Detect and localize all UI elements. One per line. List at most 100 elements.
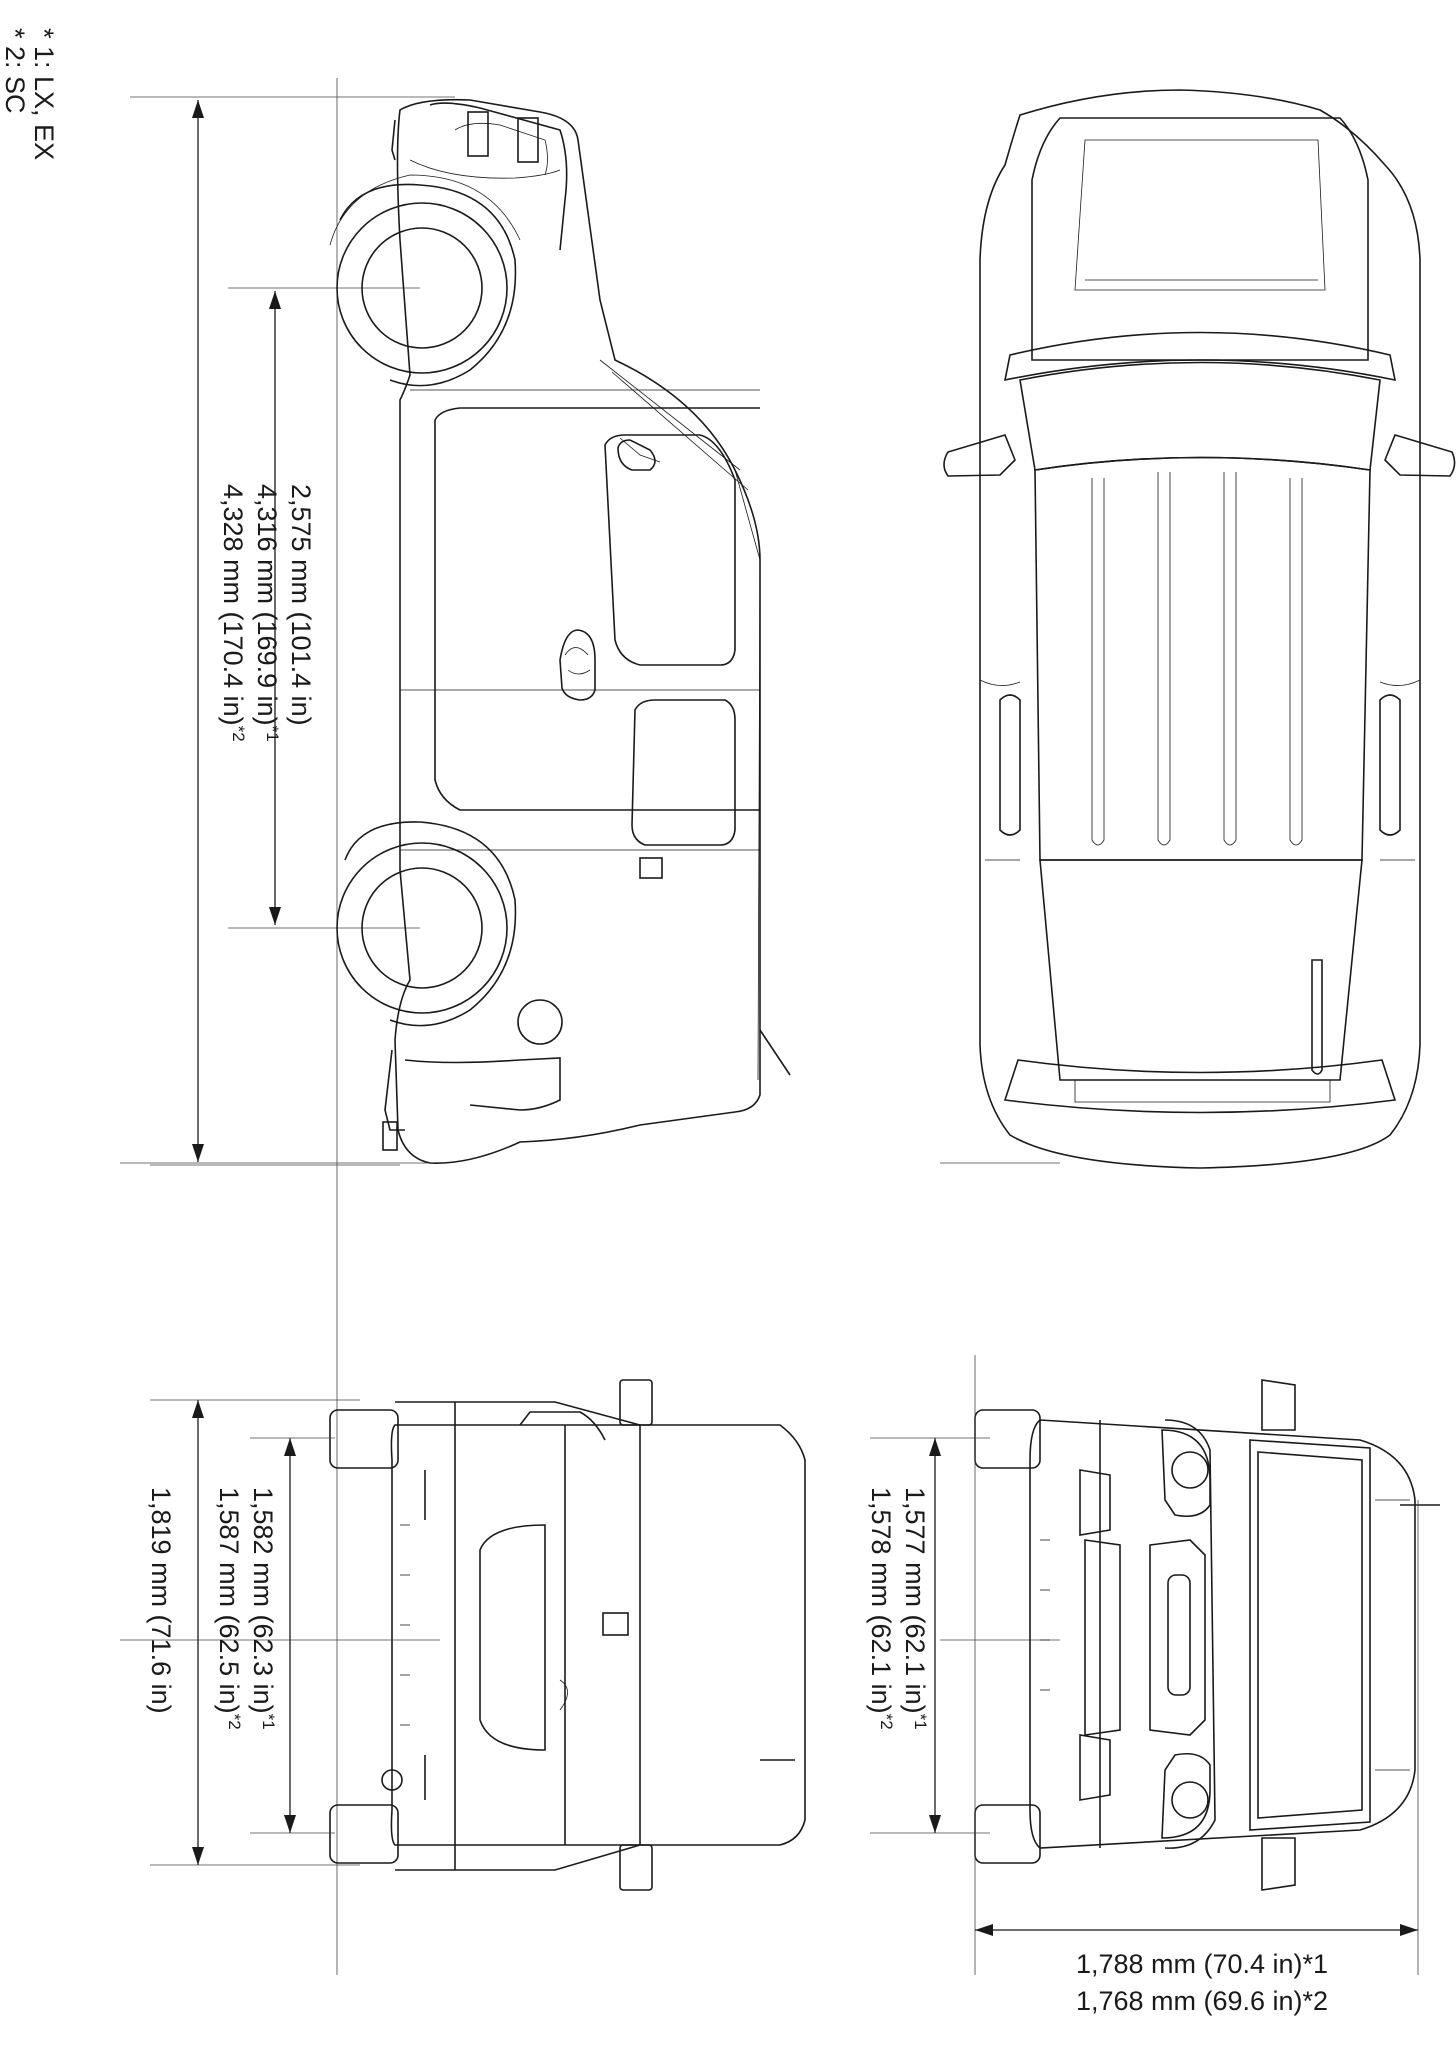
left-step-icon [999, 694, 1021, 836]
arrow-icon [269, 291, 281, 309]
left-lamp-ring [1171, 1451, 1209, 1489]
side-view-labels: 2,575 mm (101.4 in) 4,316 mm (169.9 in)*… [218, 484, 316, 742]
front-height-dimension [974, 1355, 1419, 1975]
front-mirror-left-icon [1261, 1379, 1296, 1431]
front-track-label-2: 1,578 mm (62.1 in)*2 [866, 1487, 896, 1730]
rear-rim-icon [361, 867, 483, 989]
front-indicator [517, 117, 539, 163]
length-dimension [150, 100, 400, 1166]
rear-wheel-icon [336, 842, 508, 1014]
rear-glass-top [519, 1411, 606, 1441]
roof-rails [1091, 472, 1303, 846]
arrow-icon [192, 1400, 204, 1418]
windshield-icon [1019, 361, 1381, 471]
wheelbase-dimension [228, 287, 420, 929]
front-window [604, 434, 736, 666]
arrow-icon [975, 1924, 993, 1936]
hood-front-edge [1164, 1419, 1216, 1849]
roof-rib [1157, 472, 1171, 846]
door-front-edge [434, 420, 760, 811]
front-view-drawing [974, 1379, 1440, 1891]
rear-wheel-arch [344, 821, 517, 1027]
fuel-cap-icon [639, 857, 663, 879]
windshield-icon-front [1249, 1439, 1371, 1831]
footnotes: * 1: LX, EX * 2: SC [0, 28, 59, 160]
mirror-arm [619, 437, 661, 463]
rear-window [631, 699, 736, 846]
antenna [759, 1029, 791, 1076]
arrow-icon [284, 1438, 296, 1456]
grille-icon [1149, 1539, 1206, 1736]
rear-track-label-2: 1,587 mm (62.5 in)*2 [214, 1487, 244, 1730]
right-headlamp-icon [1161, 1752, 1211, 1839]
arrow-icon [269, 907, 281, 925]
side-view-drawing [329, 98, 791, 1164]
hood-detail [454, 122, 548, 176]
front-wheel-icon [336, 202, 508, 374]
tow-ball-icon [381, 1769, 403, 1791]
right-step-icon [1379, 694, 1401, 836]
rear-bumper [404, 1057, 561, 1111]
hood-outline [1031, 117, 1369, 361]
windshield-inner [1257, 1451, 1363, 1819]
length-label-1: 4,316 mm (169.9 in)*1 [252, 484, 282, 742]
arrow-icon [192, 100, 204, 118]
door-handle-detail [564, 647, 591, 675]
mirror-icon [617, 439, 656, 471]
rear-antenna-icon [1311, 959, 1323, 1075]
note-2: * 2: SC [0, 28, 30, 114]
front-view-labels: 1,577 mm (62.1 in)*1 1,578 mm (62.1 in)*… [866, 1487, 1328, 2016]
arrow-icon [1400, 1924, 1418, 1936]
bumper-line [409, 159, 561, 179]
arrow-icon [284, 1815, 296, 1833]
roof-edge [734, 469, 761, 1081]
front-tow-hook [391, 119, 396, 161]
tailgate-line [1074, 1079, 1331, 1103]
a-pillar [599, 359, 749, 491]
height-label-2: 1,768 mm (69.6 in)*2 [1076, 1986, 1328, 2016]
rear-right-tire-icon [329, 1804, 399, 1864]
rear-top-edge [395, 1401, 641, 1426]
top-body-outline [979, 89, 1421, 1169]
note-1: * 1: LX, EX [29, 28, 59, 160]
rear-bottom-edge [395, 1844, 641, 1871]
rear-width-dimension [150, 1399, 360, 1866]
guide-lines [120, 78, 1060, 1975]
rear-view-labels: 1,819 mm (71.6 in) 1,582 mm (62.3 in)*1 … [146, 1487, 278, 1730]
rear-mirror-right-icon [619, 1844, 653, 1891]
front-mirror-right-icon [1261, 1837, 1296, 1891]
fog-lamp-right [1079, 1734, 1111, 1801]
roof-edge-front [1375, 1499, 1410, 1771]
door-gap-lines [979, 679, 1421, 686]
rear-handle-icon [602, 1612, 629, 1636]
door-top [434, 407, 760, 421]
length-label-2: 4,328 mm (170.4 in)*2 [218, 484, 248, 742]
bonnet-panel [1074, 139, 1326, 291]
front-track-label-1: 1,577 mm (62.1 in)*1 [900, 1487, 930, 1730]
side-body-outline [394, 98, 761, 1164]
roof-rib [1223, 472, 1237, 846]
arrow-icon [192, 1144, 204, 1162]
lower-intake [1084, 1539, 1121, 1736]
wheelbase-label: 2,575 mm (101.4 in) [286, 484, 316, 726]
rear-window-top [1039, 859, 1363, 1081]
overall-width-label: 1,819 mm (71.6 in) [146, 1487, 176, 1714]
rear-left-tire-icon [329, 1409, 399, 1469]
rear-hitch-block [382, 1121, 398, 1151]
front-body-outline [1029, 1419, 1416, 1849]
hood-line [429, 102, 568, 251]
arrow-icon [929, 1438, 941, 1456]
front-rim-icon [361, 227, 483, 349]
spare-cover-icon [517, 999, 563, 1045]
front-bumper-lamp [467, 111, 489, 157]
rear-bumper-steps [400, 1524, 410, 1726]
front-bumper-steps [1040, 1539, 1050, 1691]
right-mirror-icon [1384, 434, 1456, 477]
roof-outline [1034, 456, 1371, 861]
left-mirror-icon [943, 434, 1016, 477]
right-lamp-ring [1171, 1781, 1209, 1819]
rear-glass-icon [479, 1524, 546, 1751]
arrow-icon [192, 1847, 204, 1865]
rear-track-label-1: 1,582 mm (62.3 in)*1 [248, 1487, 278, 1730]
